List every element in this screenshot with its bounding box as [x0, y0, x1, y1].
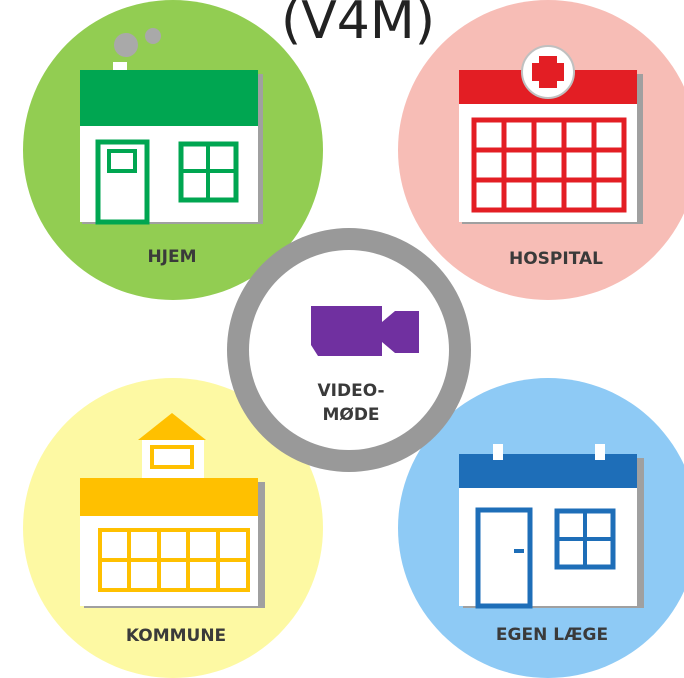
clinic-icon [459, 444, 644, 609]
node-egen-laege: EGEN LÆGE [398, 378, 684, 678]
node-hospital: HOSPITAL [398, 0, 684, 300]
house-icon [80, 28, 263, 225]
node-hjem: HJEM [23, 0, 323, 300]
hospital-icon [459, 45, 643, 224]
center-label-line1: VIDEO- [317, 381, 384, 401]
diagram-title: (V4M) [281, 0, 435, 51]
node-video-mode: VIDEO- MØDE [227, 228, 471, 472]
town-hall-icon [80, 413, 265, 608]
center-label-line2: MØDE [322, 405, 379, 425]
node-kommune: KOMMUNE [23, 378, 323, 678]
label-hospital: HOSPITAL [509, 249, 603, 269]
video-camera-icon [311, 306, 419, 356]
label-hjem: HJEM [147, 247, 196, 267]
label-kommune: KOMMUNE [126, 626, 226, 646]
label-egen-laege: EGEN LÆGE [496, 625, 608, 645]
